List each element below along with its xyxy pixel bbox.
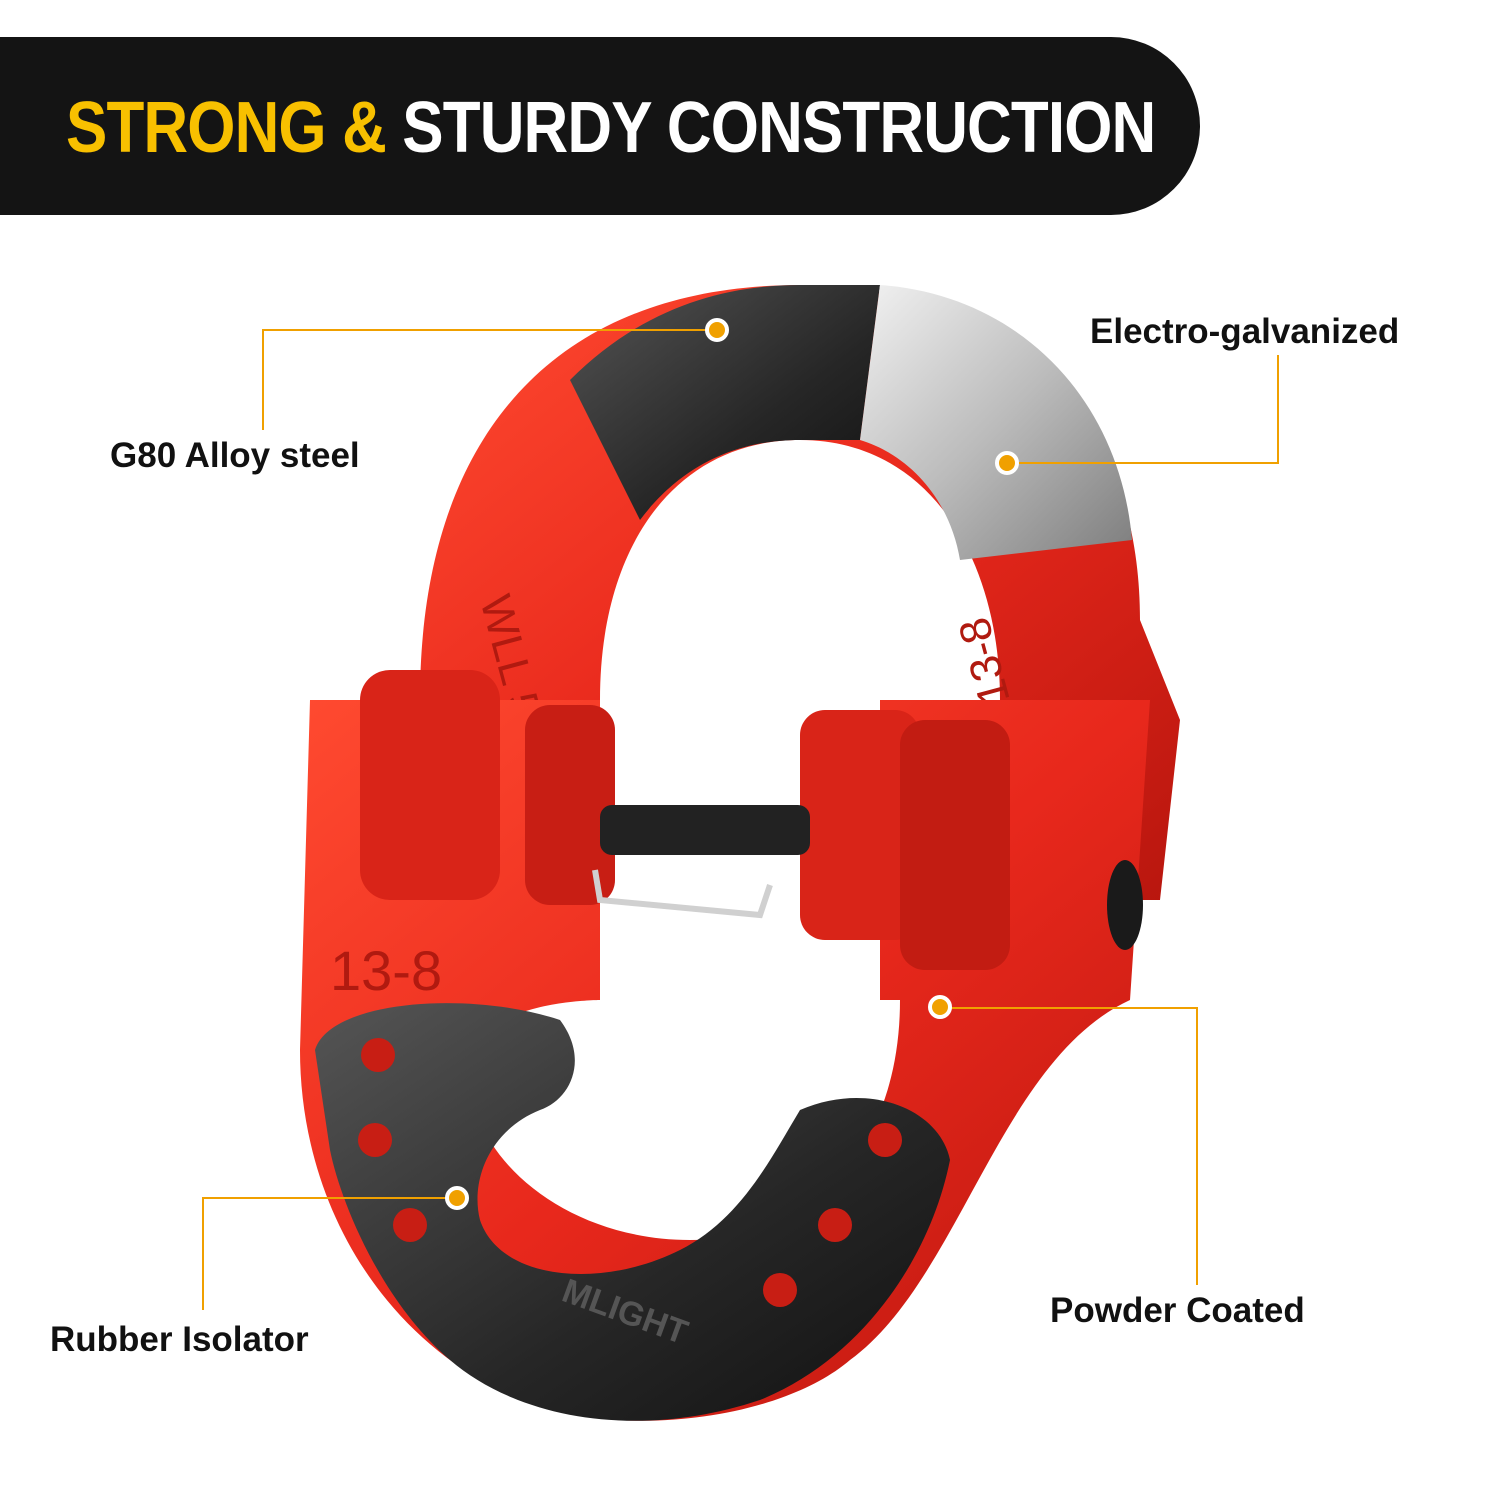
callout-rubber-isolator: Rubber Isolator (50, 1320, 309, 1359)
dot-powder (928, 995, 952, 1019)
lower-link: 13-8 (300, 670, 1150, 1421)
callout-powder-coated: Powder Coated (1050, 1291, 1305, 1330)
marking-13-8-left: 13-8 (330, 939, 442, 1002)
callout-lines (202, 329, 1279, 1310)
dot-alloy (705, 318, 729, 342)
pin (592, 805, 1143, 950)
locking-clip (592, 869, 773, 919)
title-main: STURDY CONSTRUCTION (402, 88, 1156, 168)
callout-electro-galvanized: Electro-galvanized (1090, 312, 1400, 351)
title-banner (0, 37, 1200, 215)
title-accent: STRONG & (66, 88, 387, 168)
dot-rubber (445, 1186, 469, 1210)
galvanized-section (860, 285, 1132, 560)
banner-title: STRONG & STURDY CONSTRUCTION (66, 83, 1156, 173)
dot-galvanized (995, 451, 1019, 475)
callout-g80-alloy-steel: G80 Alloy steel (110, 436, 360, 475)
pin-head (1107, 860, 1143, 950)
callout-dots (445, 318, 1019, 1210)
rubber-isolator: MLIGHT (315, 1003, 950, 1421)
black-section (570, 285, 880, 520)
